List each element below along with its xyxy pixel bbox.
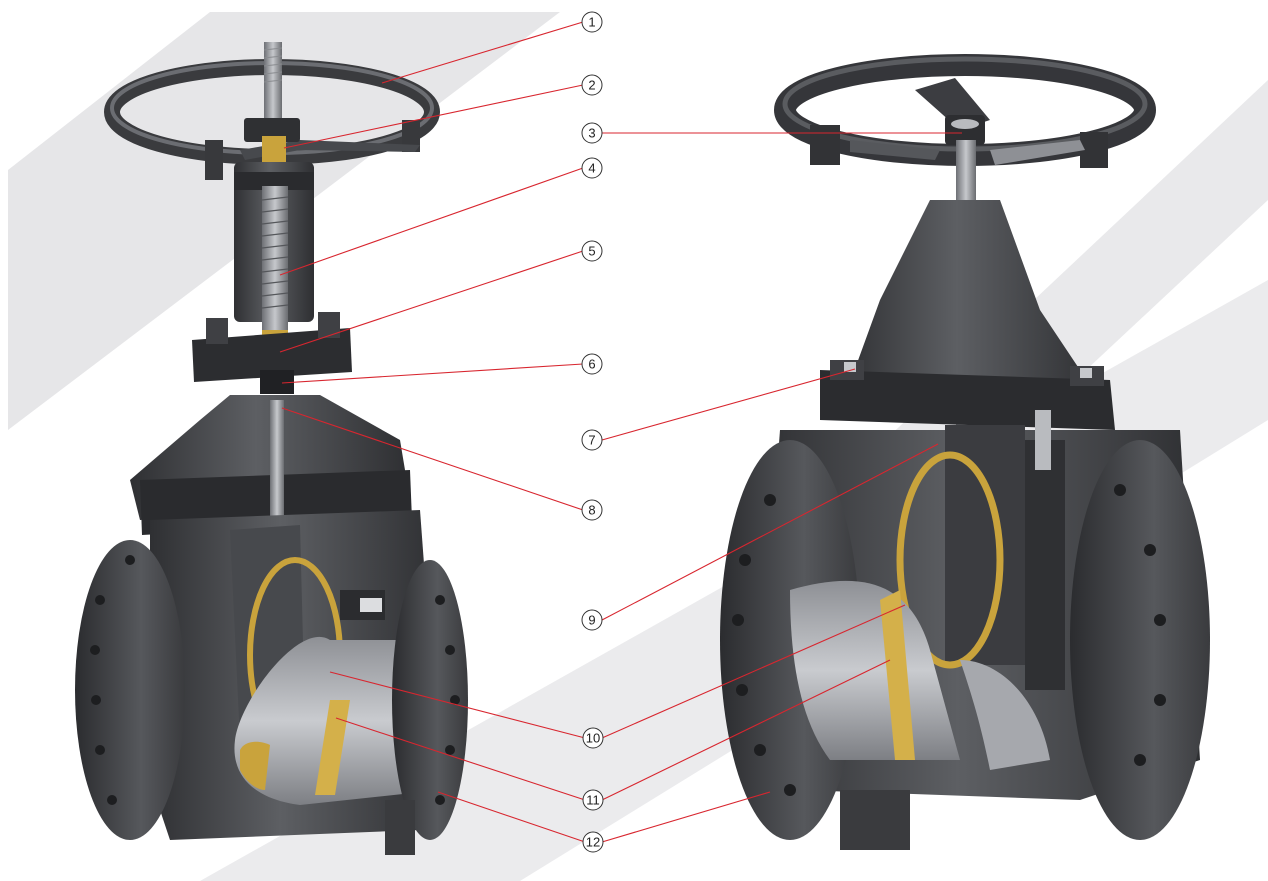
callout-8: 8 [581, 499, 603, 521]
left-brass-bushing-top [262, 136, 286, 166]
left-threaded-stem [262, 186, 288, 336]
leader-1 [381, 21, 584, 84]
callout-6-label: 6 [588, 357, 595, 372]
callout-4-label: 4 [588, 161, 595, 176]
callout-7: 7 [581, 429, 603, 451]
right-bonnet [840, 200, 1100, 410]
right-wedge [945, 425, 1025, 665]
leader-12a [437, 791, 586, 843]
callout-11-label: 11 [586, 793, 600, 808]
callout-5: 5 [581, 240, 603, 262]
callouts: 1 2 3 4 5 6 7 8 [581, 11, 604, 853]
callout-7-label: 7 [588, 433, 595, 448]
callout-5-label: 5 [588, 244, 595, 259]
leader-9 [601, 443, 939, 621]
callout-6: 6 [581, 353, 603, 375]
leader-11a [335, 717, 586, 801]
right-outlet-flange [1070, 440, 1210, 840]
callout-2-label: 2 [588, 78, 595, 93]
callout-12-label: 12 [586, 835, 600, 850]
callout-2: 2 [581, 74, 603, 96]
leader-12b [601, 791, 771, 843]
callout-10-label: 10 [586, 731, 600, 746]
callout-4: 4 [581, 157, 603, 179]
leader-11b [601, 659, 891, 801]
callout-3: 3 [581, 122, 603, 144]
callout-1: 1 [581, 11, 603, 33]
left-valve [75, 42, 468, 855]
right-valve [720, 54, 1210, 850]
leader-4 [279, 167, 584, 276]
callout-3-label: 3 [588, 126, 595, 141]
right-seat-ring [896, 451, 1004, 669]
callout-9: 9 [581, 609, 603, 631]
callout-9-label: 9 [588, 613, 595, 628]
callout-10: 10 [582, 727, 604, 749]
left-packing [260, 370, 294, 394]
leader-6 [281, 363, 584, 384]
leader-2 [283, 84, 584, 149]
leader-8 [281, 407, 584, 511]
leader-10b [601, 604, 906, 739]
leader-lines [279, 21, 962, 843]
callout-1-label: 1 [588, 15, 595, 30]
callout-12: 12 [582, 831, 604, 853]
leader-7 [601, 368, 856, 441]
left-outlet-flange [392, 560, 468, 840]
leader-5 [279, 250, 584, 353]
callout-11: 11 [582, 789, 604, 811]
right-bore [790, 580, 960, 760]
left-inlet-flange [75, 540, 185, 840]
leader-10a [329, 671, 586, 739]
callout-8-label: 8 [588, 503, 595, 518]
